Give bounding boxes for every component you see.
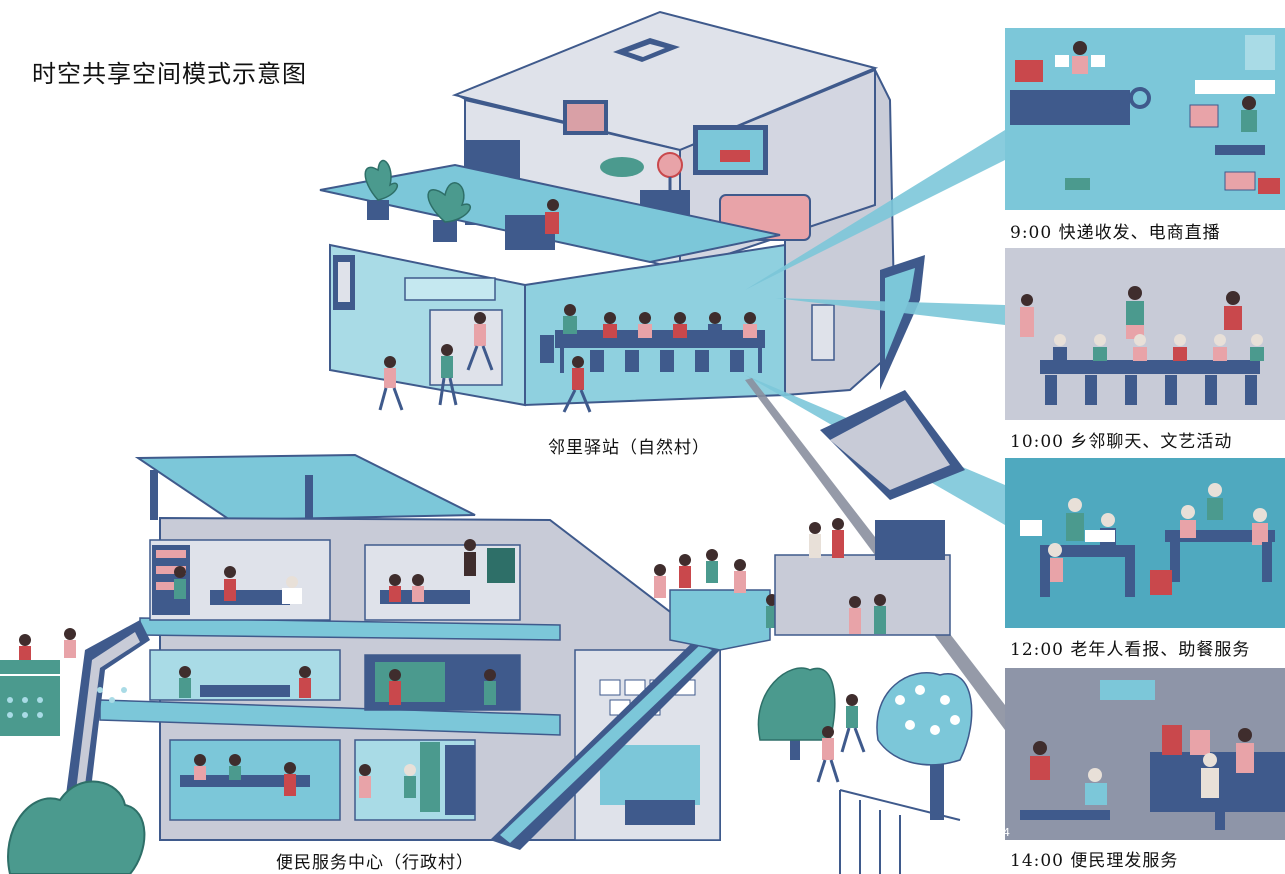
page-mark: 4 — [1003, 826, 1010, 839]
center-label: 便民服务中心（行政村） — [276, 853, 474, 873]
panel-caption-9: 9:00 快递收发、电商直播 — [1010, 223, 1221, 243]
neighborhood-station-building — [319, 10, 925, 413]
panel-14-haircut — [1005, 668, 1285, 840]
station-label: 邻里驿站（自然村） — [548, 438, 710, 458]
diagram-title: 时空共享空间模式示意图 — [32, 60, 307, 88]
panel-caption-14: 14:00 便民理发服务 — [1010, 851, 1178, 871]
panel-12-reading-meals — [1005, 458, 1285, 628]
panel-caption-12: 12:00 老年人看报、助餐服务 — [1010, 640, 1250, 660]
callout-wedge-9 — [745, 130, 1005, 290]
panel-10-chat — [1005, 248, 1285, 420]
callout-wedge-10 — [775, 298, 1005, 325]
service-center-building — [0, 453, 778, 874]
pavilion-and-trees — [757, 390, 973, 874]
panel-9-express — [1005, 28, 1285, 210]
panel-caption-10: 10:00 乡邻聊天、文艺活动 — [1010, 432, 1232, 452]
